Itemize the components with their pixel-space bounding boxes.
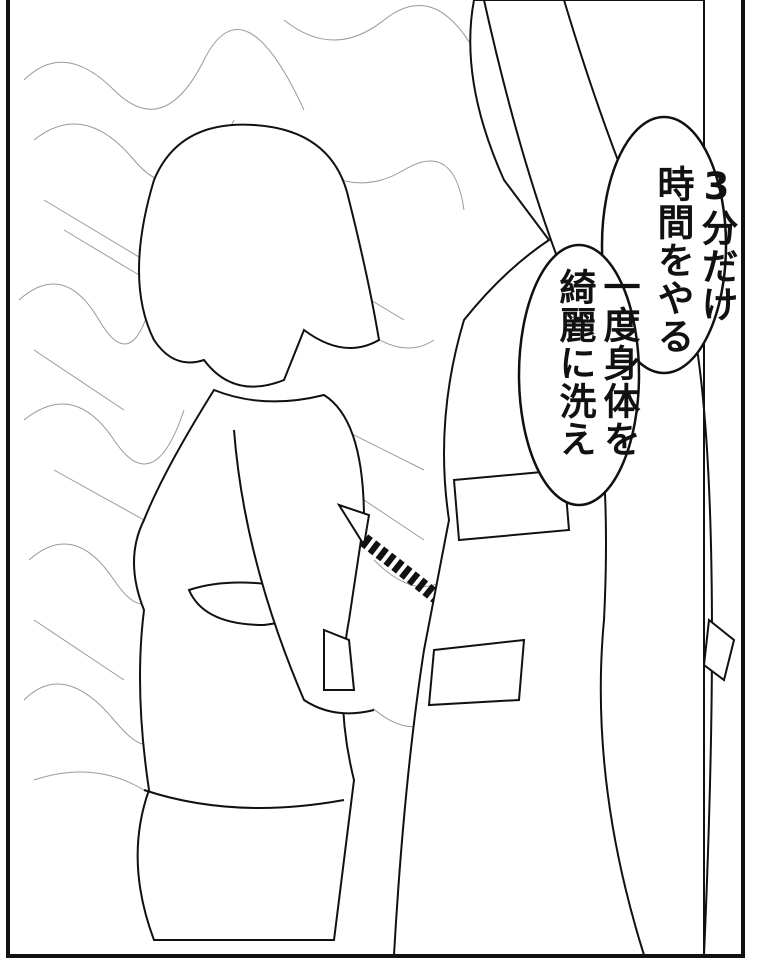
girl-figure (133, 123, 381, 941)
manga-panel: 3分だけ 時間をやる 一度身体を 綺麗に洗え (6, 0, 745, 958)
bubble-line: 時間をやる (651, 165, 694, 355)
bubble-line: 綺麗に洗え (553, 268, 596, 458)
bubble-line: 一度身体を (597, 268, 640, 458)
bubble-line: 3分だけ (695, 165, 738, 323)
speech-bubble-2-text: 一度身体を 綺麗に洗え (552, 268, 640, 458)
speech-bubble-2 (517, 243, 641, 507)
speech-bubble-1-text: 3分だけ 時間をやる (650, 165, 738, 355)
speech-bubble-1 (600, 115, 728, 375)
panel-illustration (18, 0, 736, 954)
